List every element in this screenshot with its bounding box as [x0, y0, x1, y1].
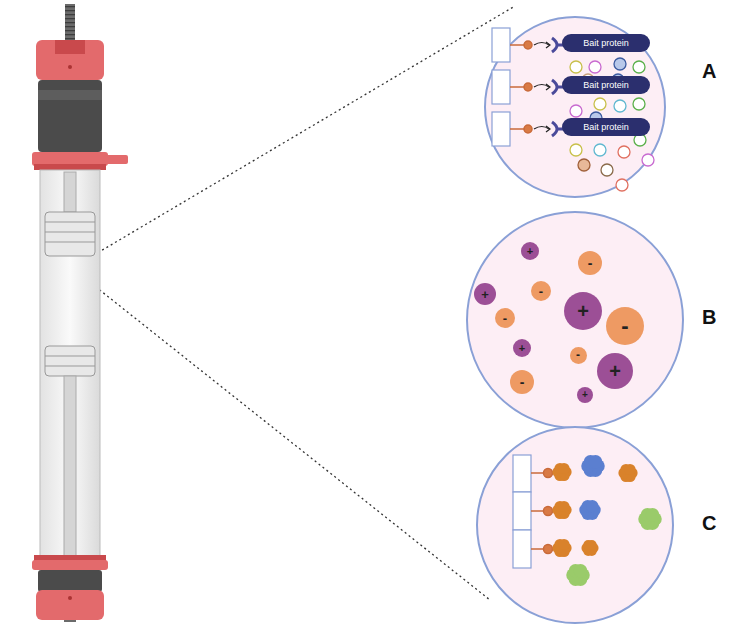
protein-blob — [624, 464, 635, 475]
protein-blob — [586, 500, 598, 512]
charged-molecule: - — [606, 307, 644, 345]
node-text: Bait protein — [583, 122, 629, 132]
panel-letter: C — [702, 512, 716, 535]
charged-molecule: - — [510, 370, 534, 394]
charged-molecule: + — [513, 339, 531, 357]
node-text: + — [582, 390, 588, 400]
panel-letter: B — [702, 306, 716, 329]
node-text: + — [519, 343, 525, 354]
charged-molecule: - — [570, 347, 587, 364]
protein-blob — [574, 564, 588, 578]
charged-molecule: + — [521, 242, 539, 260]
charged-molecule: - — [578, 251, 602, 275]
node-text: Bait protein — [583, 80, 629, 90]
node-text: Bait protein — [583, 38, 629, 48]
protein-blob — [587, 540, 597, 550]
bait-protein: Bait protein — [562, 118, 650, 136]
charged-molecule: - — [495, 308, 515, 328]
node-text: + — [577, 301, 589, 321]
panel-letter: A — [702, 60, 716, 83]
node-text: - — [539, 285, 543, 298]
charged-molecule: + — [564, 292, 602, 330]
protein-blob — [558, 501, 569, 512]
protein-blob — [589, 455, 603, 469]
node-text: - — [503, 312, 507, 325]
bait-protein: Bait protein — [562, 76, 650, 94]
charged-molecule: + — [597, 353, 633, 389]
protein-blob — [646, 508, 660, 522]
bait-protein: Bait protein — [562, 34, 650, 52]
charged-molecule: + — [577, 387, 593, 403]
node-text: - — [576, 349, 580, 361]
node-text: - — [588, 256, 593, 270]
node-text: + — [481, 288, 489, 301]
charged-molecule: - — [531, 281, 551, 301]
node-text: - — [621, 315, 628, 337]
node-text: + — [609, 361, 621, 381]
charged-molecule: + — [474, 283, 496, 305]
node-text: - — [520, 375, 525, 389]
node-text: + — [527, 246, 533, 257]
protein-blob — [558, 463, 569, 474]
protein-blob — [558, 539, 569, 550]
